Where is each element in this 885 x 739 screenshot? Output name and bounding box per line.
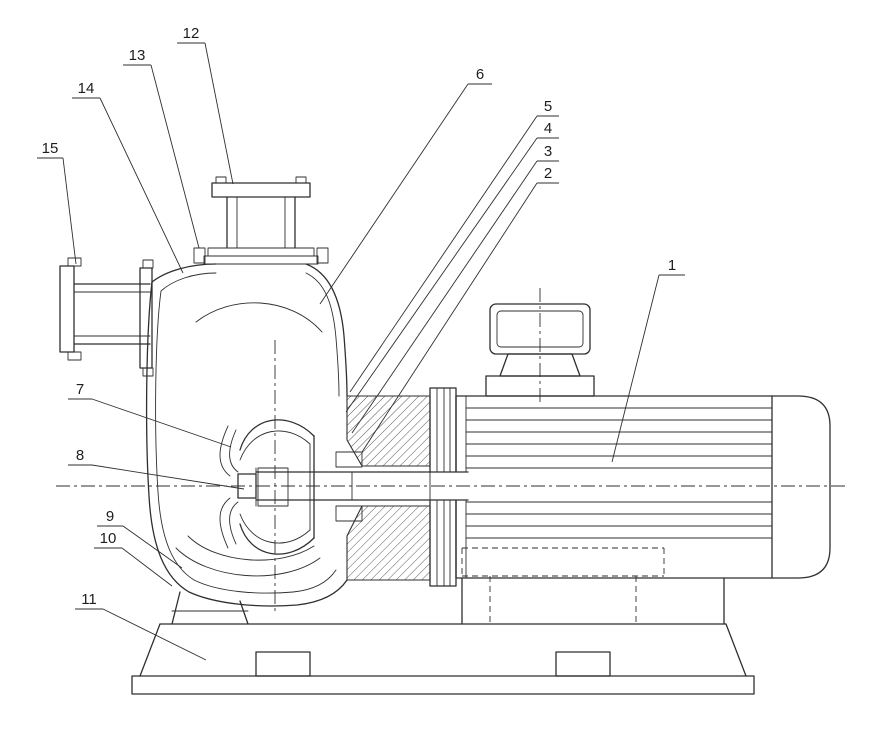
callout-8-label: 8 — [76, 447, 84, 464]
callout-11: 11 — [75, 591, 207, 661]
gland-upper — [335, 451, 363, 468]
callout-7-label: 7 — [76, 381, 84, 398]
impeller-hub — [257, 467, 289, 507]
callout-2: 2 — [361, 165, 559, 453]
callout-4-label: 4 — [544, 120, 552, 137]
callouts: 1 2 3 4 5 6 7 — [37, 25, 685, 661]
callout-13-label: 13 — [129, 47, 146, 64]
seal-bracket — [335, 395, 431, 581]
callout-10: 10 — [94, 530, 173, 587]
callout-4: 4 — [345, 120, 559, 413]
discharge-pipe — [193, 176, 329, 265]
impeller-shroud-lower — [239, 523, 315, 555]
callout-15-label: 15 — [42, 140, 59, 157]
callout-12-label: 12 — [183, 25, 200, 42]
callout-3-label: 3 — [544, 143, 552, 160]
suction-bolt-top — [67, 257, 82, 267]
callout-9: 9 — [97, 508, 183, 569]
joint-bolt-right — [316, 247, 329, 264]
callout-14-label: 14 — [78, 80, 95, 97]
hidden-lines — [461, 547, 665, 624]
casing-inlet-flange — [139, 267, 153, 369]
base-pad-left — [255, 651, 311, 677]
discharge-flange — [211, 182, 311, 198]
callout-1: 1 — [611, 257, 685, 463]
motor-fins — [465, 407, 773, 539]
callout-14: 14 — [72, 80, 184, 274]
pump-casing — [145, 263, 348, 607]
callout-7: 7 — [68, 381, 232, 448]
suction-bolt-bottom — [67, 351, 82, 361]
callout-9-label: 9 — [106, 508, 114, 525]
base-frame — [131, 577, 755, 695]
gland-lower — [335, 505, 363, 522]
callout-5-label: 5 — [544, 98, 552, 115]
discharge-joint — [207, 247, 315, 257]
callout-12: 12 — [177, 25, 234, 185]
callout-2-label: 2 — [544, 165, 552, 182]
terminal-box — [485, 288, 595, 404]
suction-flange — [59, 257, 154, 377]
pump-foot — [171, 591, 181, 625]
callout-15: 15 — [37, 140, 77, 265]
base-pad-right — [555, 651, 611, 677]
callout-5: 5 — [349, 98, 559, 393]
impeller-shroud-upper — [239, 419, 315, 451]
callout-10-label: 10 — [100, 530, 117, 547]
callout-6: 6 — [319, 66, 492, 305]
base-plate — [131, 675, 755, 695]
callout-8: 8 — [68, 447, 245, 490]
callout-1-label: 1 — [668, 257, 676, 274]
callout-6-label: 6 — [476, 66, 484, 83]
callout-13: 13 — [123, 47, 200, 249]
motor — [455, 395, 831, 579]
centerlines — [56, 340, 846, 614]
callout-3: 3 — [351, 143, 559, 434]
callout-11-label: 11 — [81, 591, 97, 608]
motor-end-bell — [771, 395, 831, 579]
joint-bolt-left — [193, 247, 206, 264]
